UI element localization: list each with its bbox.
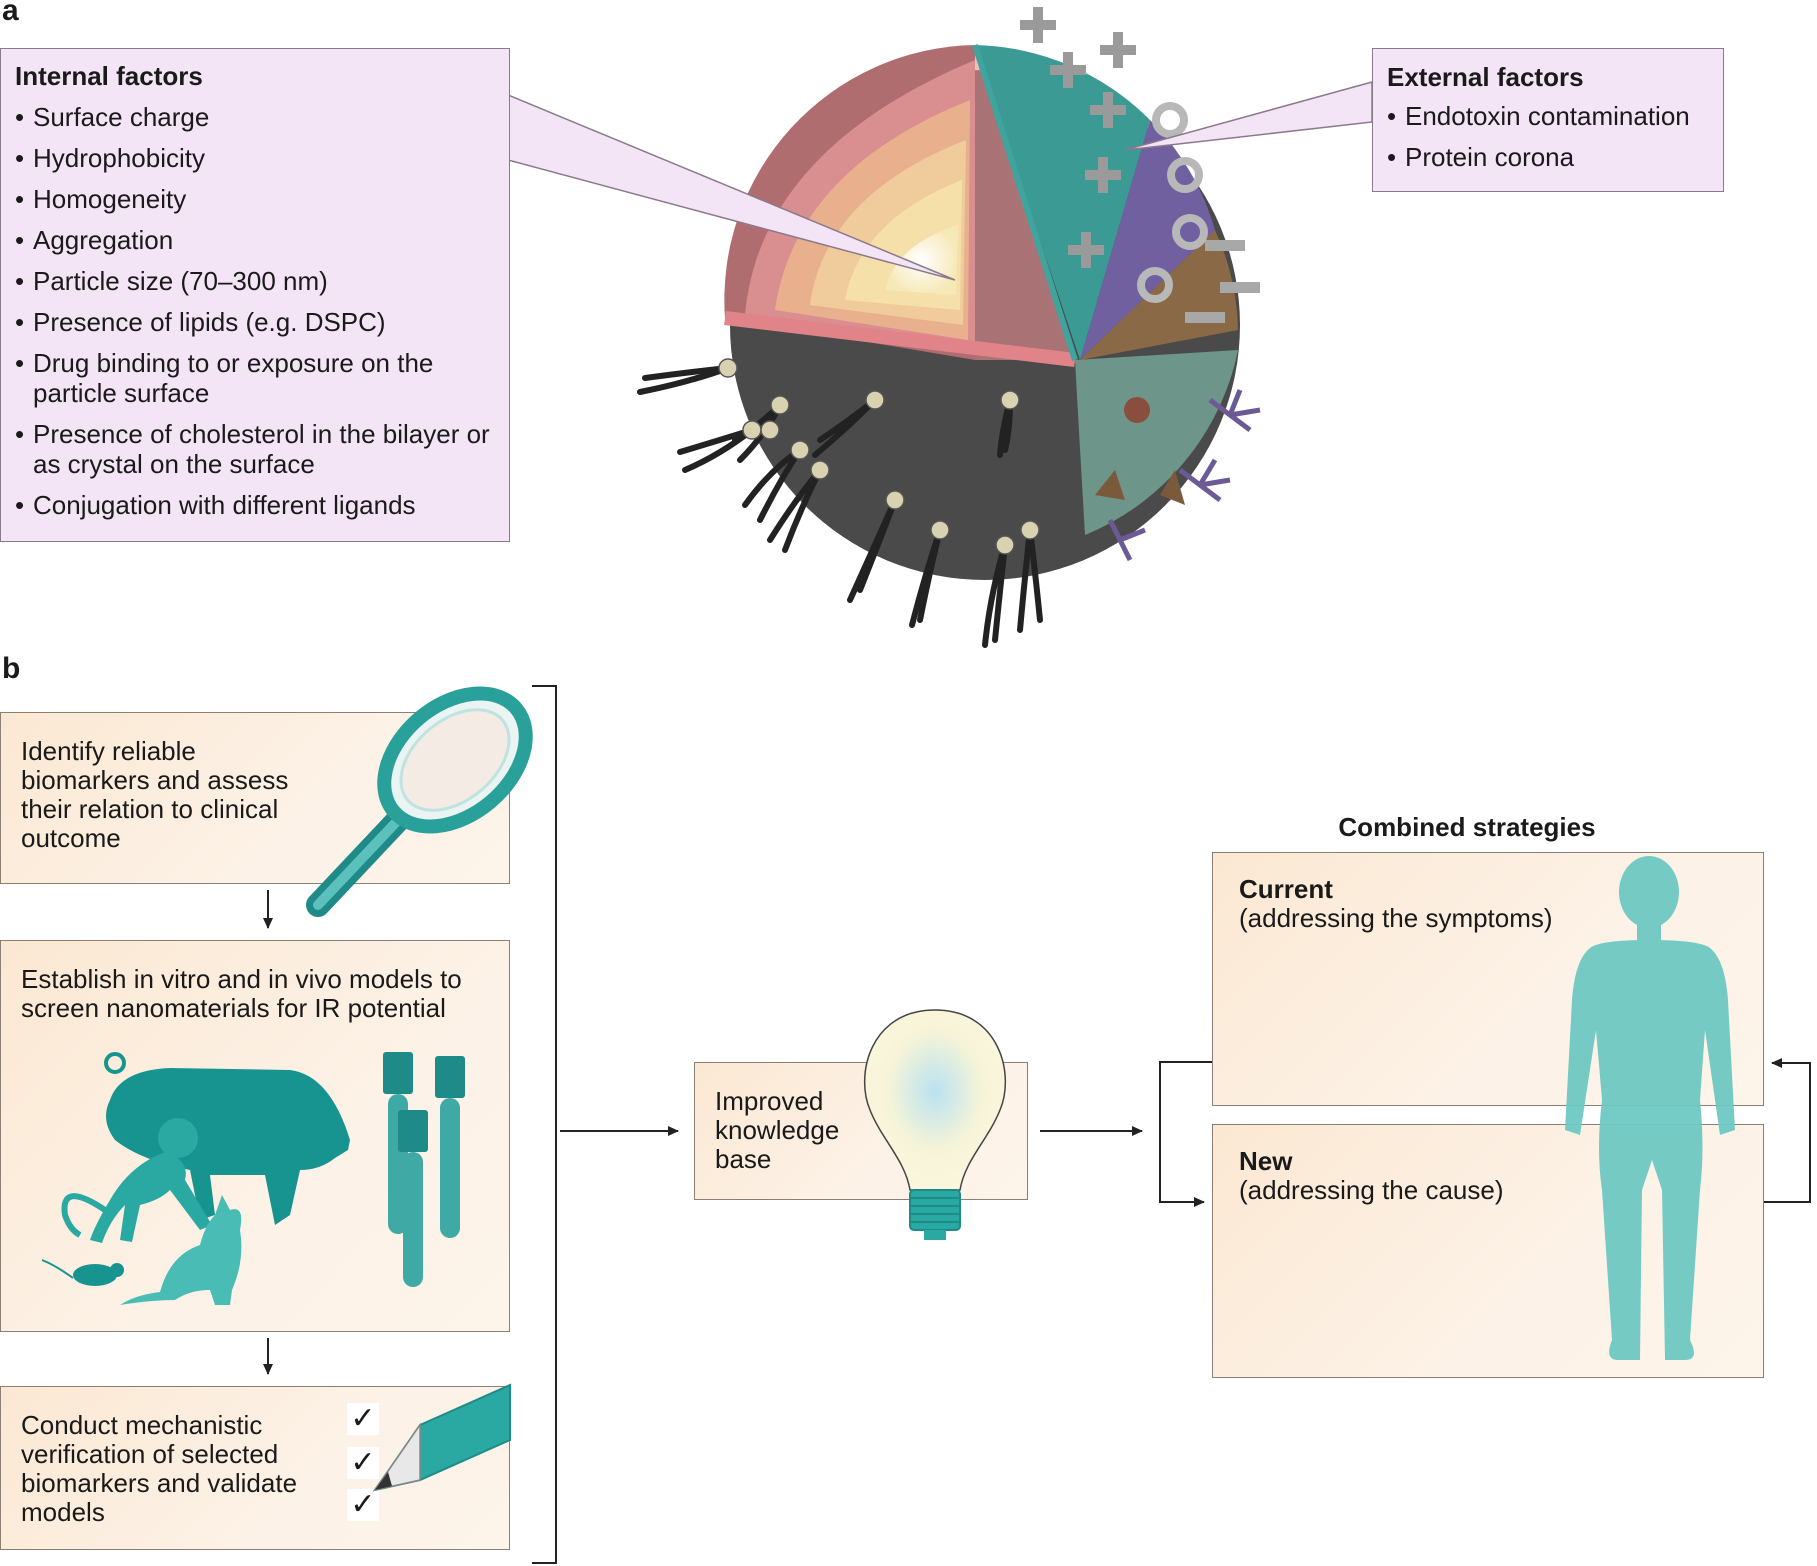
current-strategy-subtitle: (addressing the symptoms) xyxy=(1239,903,1553,933)
panel-a-label: a xyxy=(2,0,19,27)
list-item: Presence of lipids (e.g. DSPC) xyxy=(15,307,495,337)
list-item: Protein corona xyxy=(1387,142,1709,172)
step-identify-biomarkers-box: Identify reliable biomarkers and assess … xyxy=(0,712,510,884)
check-mark-icon: ✓ xyxy=(347,1489,379,1521)
external-factors-box: External factors Endotoxin contamination… xyxy=(1372,48,1724,192)
list-item: Presence of cholesterol in the bilayer o… xyxy=(15,419,495,479)
new-strategy-subtitle: (addressing the cause) xyxy=(1239,1175,1504,1205)
step-establish-models-box: Establish in vitro and in vivo models to… xyxy=(0,940,510,1332)
panel-b-label: b xyxy=(2,652,21,685)
knowledge-base-text: Improved knowledge base xyxy=(715,1086,840,1174)
list-item: Drug binding to or exposure on the parti… xyxy=(15,348,495,408)
current-strategy-title: Current xyxy=(1239,874,1333,904)
check-mark-icon: ✓ xyxy=(347,1403,379,1435)
internal-factors-title: Internal factors xyxy=(15,61,203,91)
list-item: Surface charge xyxy=(15,102,495,132)
internal-factors-list: Surface charge Hydrophobicity Homogeneit… xyxy=(15,102,495,520)
list-item: Conjugation with different ligands xyxy=(15,490,495,520)
external-factors-title: External factors xyxy=(1387,62,1584,92)
ring-icons xyxy=(1137,102,1208,303)
charge-minus-icons xyxy=(1185,240,1260,323)
list-item: Hydrophobicity xyxy=(15,143,495,173)
internal-factors-box: Internal factors Surface charge Hydropho… xyxy=(0,48,510,542)
knowledge-base-box: Improved knowledge base xyxy=(694,1062,1028,1200)
step-mechanistic-verification-text: Conduct mechanistic verification of sele… xyxy=(21,1410,298,1527)
list-item: Aggregation xyxy=(15,225,495,255)
external-factors-list: Endotoxin contamination Protein corona xyxy=(1387,101,1709,172)
step-mechanistic-verification-box: Conduct mechanistic verification of sele… xyxy=(0,1386,510,1550)
current-strategy-box: Current (addressing the symptoms) xyxy=(1212,852,1764,1106)
external-callout xyxy=(1124,81,1373,151)
step-establish-models-text: Establish in vitro and in vivo models to… xyxy=(21,964,462,1023)
step-identify-biomarkers-text: Identify reliable biomarkers and assess … xyxy=(21,736,289,853)
new-strategy-box: New (addressing the cause) xyxy=(1212,1124,1764,1378)
list-item: Particle size (70–300 nm) xyxy=(15,266,495,296)
combined-strategies-title: Combined strategies xyxy=(1338,812,1596,842)
list-item: Homogeneity xyxy=(15,184,495,214)
check-mark-icon: ✓ xyxy=(347,1447,379,1479)
list-item: Endotoxin contamination xyxy=(1387,101,1709,131)
new-strategy-title: New xyxy=(1239,1146,1293,1176)
charge-plus-icons xyxy=(1020,7,1136,268)
